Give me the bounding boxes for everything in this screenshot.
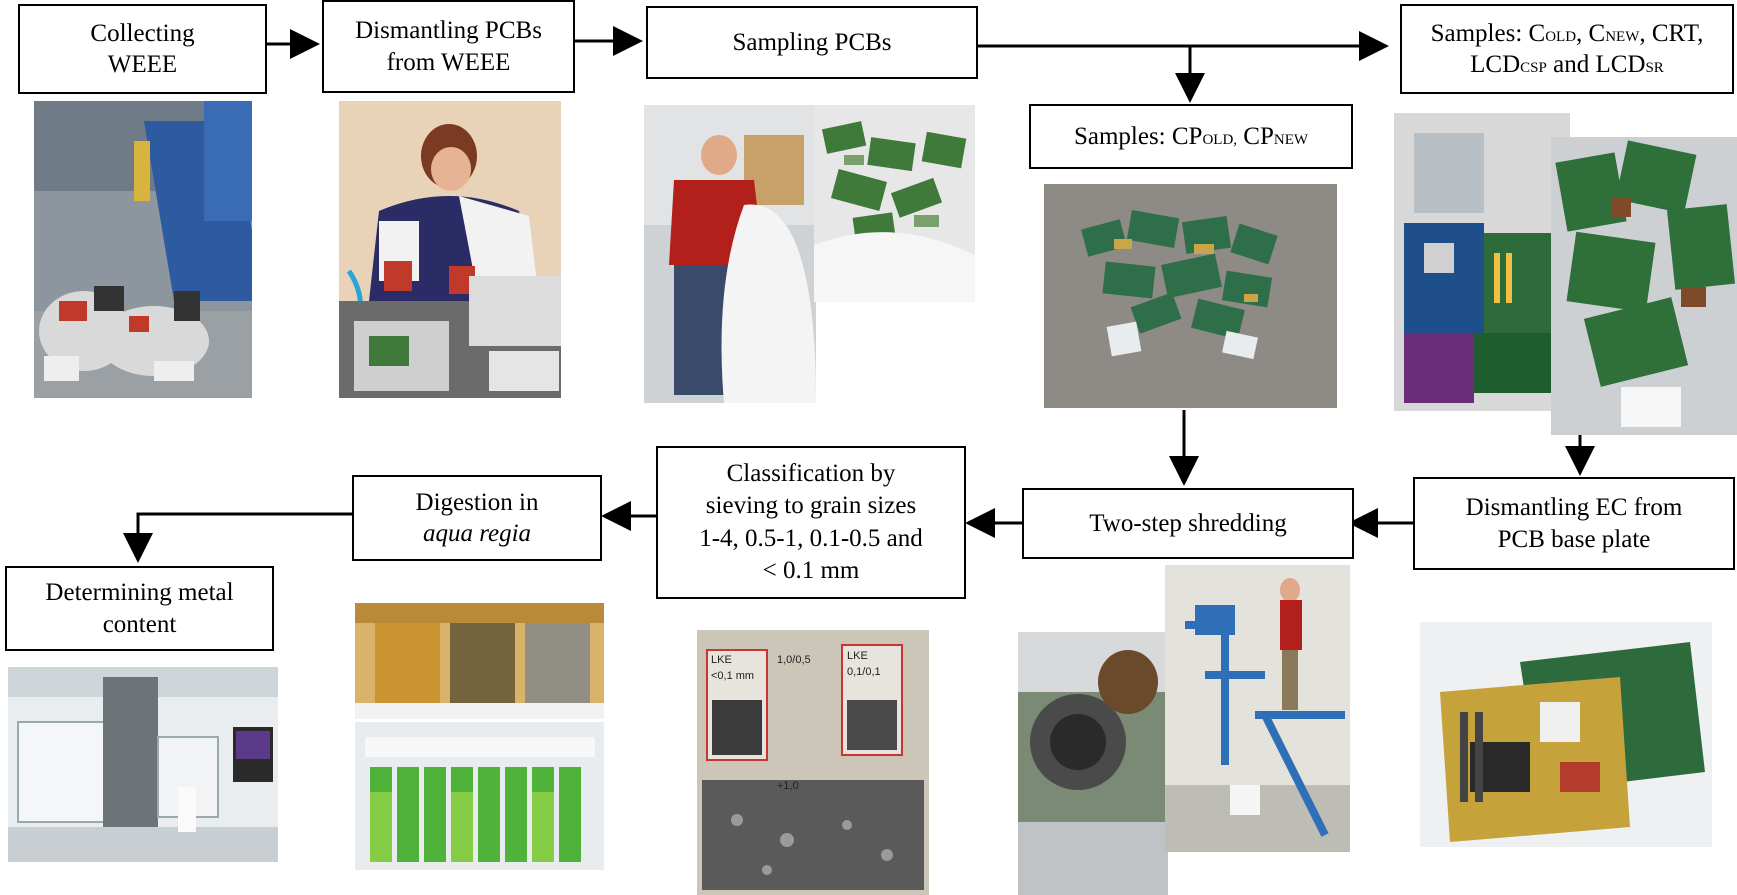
photo-lab-instrument	[8, 667, 278, 862]
step-determining-metal: Determining metal content	[5, 566, 274, 651]
photo-sieved-fractions: LKE <0,1 mm 1,0/0,5 LKE 0,1/0,1 +1,0	[697, 630, 929, 895]
samples-cp-line1: Samples: CPOLD, CPNEW	[1073, 122, 1309, 150]
step-two-step-shredding: Two-step shredding	[1022, 488, 1354, 559]
step-dismantling-pcbs: Dismantling PCBs from WEEE	[322, 0, 575, 93]
photo-samples-cp	[1044, 184, 1337, 408]
determining-line1: Determining metal	[45, 579, 234, 607]
photo-dismantling-ec	[1420, 622, 1712, 847]
photo-samples-c	[1394, 113, 1570, 411]
samples-c-line2: LCDCSP and LCDSR	[1470, 51, 1664, 78]
step-collecting-line2: WEEE	[107, 51, 178, 78]
bag-label-3-size: 0,1/0,1	[847, 666, 881, 678]
step-dismantling-ec-line1: Dismantling EC from	[1465, 494, 1683, 522]
photo-collecting-weee	[34, 101, 252, 398]
photo-digestion-beakers	[355, 603, 604, 719]
bag-label-4-size: +1,0	[777, 780, 799, 792]
step-collecting-line1: Collecting	[90, 19, 195, 47]
step-classification: Classification by sieving to grain sizes…	[656, 446, 966, 599]
determining-line2: content	[102, 610, 177, 638]
bag-label-3: LKE	[847, 650, 868, 662]
photo-shredding-machine	[1018, 632, 1168, 895]
bag-label-1-size: <0,1 mm	[711, 670, 755, 682]
photo-samples-c-inset	[1551, 137, 1737, 435]
arrow-digestion-to-determining	[123, 512, 352, 563]
classification-line4: < 0.1 mm	[762, 557, 860, 584]
photo-shredding-platform	[1165, 565, 1350, 852]
step-dismantling-line2: from WEEE	[386, 48, 511, 76]
classification-line2: sieving to grain sizes	[705, 492, 917, 519]
step-shredding-label: Two-step shredding	[1089, 509, 1287, 537]
step-sampling-pcbs: Sampling PCBs	[646, 6, 978, 79]
classification-line1: Classification by	[726, 459, 896, 487]
bag-label-1: LKE	[711, 654, 732, 666]
classification-line3: 1-4, 0.5-1, 0.1-0.5 and	[699, 524, 923, 552]
step-samples-c: Samples: COLD, CNEW, CRT, LCDCSP and LCD…	[1400, 4, 1734, 94]
digestion-line1: Digestion in	[415, 488, 539, 516]
step-collecting-weee: Collecting WEEE	[18, 4, 267, 94]
photo-sampling-pcbs-inset	[814, 105, 975, 302]
digestion-line2: aqua regia	[422, 520, 532, 547]
photo-sampling-pcbs	[644, 105, 816, 403]
samples-c-line1: Samples: COLD, CNEW, CRT,	[1430, 19, 1704, 47]
step-dismantling-ec: Dismantling EC from PCB base plate	[1413, 477, 1735, 570]
step-samples-cp: Samples: CPOLD, CPNEW	[1029, 104, 1353, 169]
photo-digestion-vials	[355, 722, 604, 870]
bag-label-2-size: 1,0/0,5	[777, 654, 811, 666]
step-digestion: Digestion in aqua regia	[352, 475, 602, 561]
step-sampling-label: Sampling PCBs	[732, 28, 892, 56]
photo-dismantling-pcbs	[339, 101, 561, 398]
step-dismantling-ec-line2: PCB base plate	[1497, 525, 1651, 553]
step-dismantling-line1: Dismantling PCBs	[355, 17, 542, 45]
